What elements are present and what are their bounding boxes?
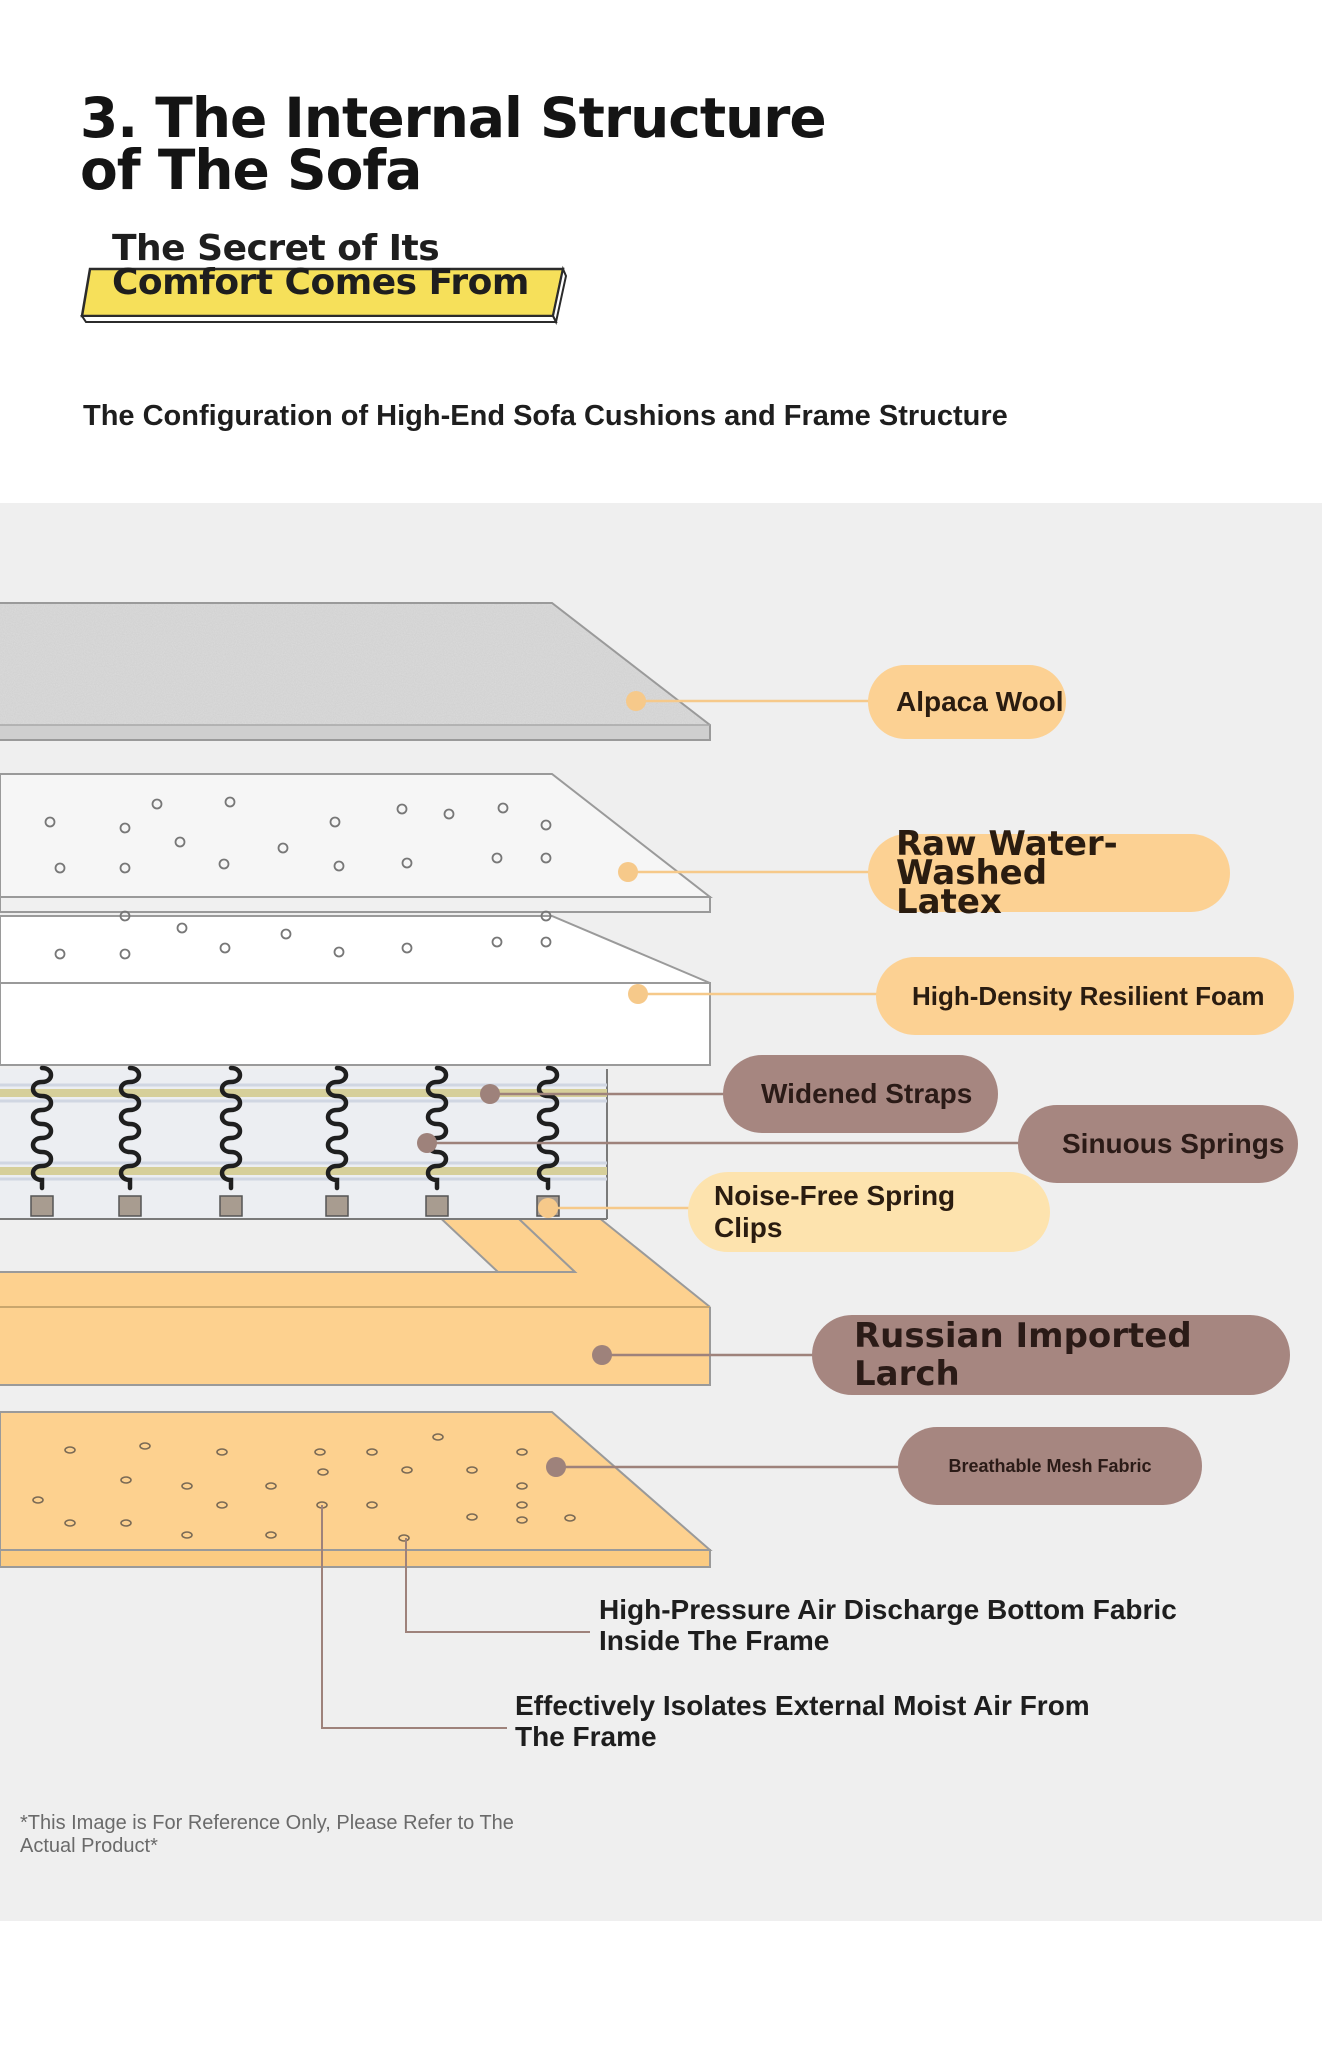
label-widened-straps-text: Widened Straps: [761, 1078, 973, 1109]
sinuous-spring: [30, 1065, 54, 1191]
label-mesh-fabric-text: Breathable Mesh Fabric: [948, 1455, 1152, 1476]
upper-strap: [0, 1089, 607, 1097]
banner: The Secret of Its Comfort Comes From: [80, 228, 570, 322]
note-bottom-fabric-line-1: High-Pressure Air Discharge Bottom Fabri…: [599, 1594, 1177, 1625]
spring-clip: [425, 1195, 449, 1217]
alpaca-wool-layer: [0, 602, 711, 741]
banner-line-1: The Secret of Its: [112, 228, 440, 269]
sinuous-spring: [425, 1065, 449, 1191]
spring-clip: [118, 1195, 142, 1217]
banner-text: The Secret of Its Comfort Comes From: [112, 228, 529, 303]
note-bottom-fabric: High-Pressure Air Discharge Bottom Fabri…: [599, 1594, 1177, 1656]
label-widened-straps: Widened Straps: [723, 1055, 998, 1133]
sinuous-spring: [118, 1065, 142, 1191]
note-isolates: Effectively Isolates External Moist Air …: [515, 1690, 1090, 1752]
disclaimer-line-2: Actual Product*: [20, 1835, 158, 1857]
label-latex: Raw Water-Washed Latex: [868, 827, 1230, 919]
label-spring-clips-line-2: Clips: [714, 1212, 783, 1243]
note-isolates-line-1: Effectively Isolates External Moist Air …: [515, 1690, 1090, 1721]
label-larch: Russian Imported Larch: [812, 1315, 1290, 1395]
page-title-line-2: of The Sofa: [80, 138, 422, 202]
label-alpaca-wool: Alpaca Wool: [868, 665, 1066, 739]
label-larch-line-2: Larch: [854, 1354, 960, 1394]
label-alpaca-wool-text: Alpaca Wool: [896, 686, 1064, 717]
label-larch-line-1: Russian Imported: [854, 1316, 1192, 1356]
sinuous-spring: [325, 1065, 349, 1191]
label-spring-clips: Noise-Free Spring Clips: [688, 1172, 1050, 1252]
label-sinuous-springs-text: Sinuous Springs: [1062, 1128, 1285, 1159]
spring-clip: [325, 1195, 349, 1217]
subtitle: The Configuration of High-End Sofa Cushi…: [83, 400, 1008, 432]
disclaimer-line-1: *This Image is For Reference Only, Pleas…: [20, 1812, 514, 1834]
note-bottom-fabric-line-2: Inside The Frame: [599, 1625, 830, 1656]
spring-clip: [219, 1195, 243, 1217]
mesh-fabric-layer: [0, 1411, 713, 1568]
label-mesh-fabric: Breathable Mesh Fabric: [898, 1427, 1202, 1505]
label-latex-line-1: Raw Water-Washed: [896, 823, 1118, 893]
banner-line-2: Comfort Comes From: [112, 262, 529, 303]
label-foam-text: High-Density Resilient Foam: [912, 980, 1265, 1011]
label-latex-line-2: Latex: [896, 881, 1002, 922]
label-foam: High-Density Resilient Foam: [876, 957, 1294, 1035]
foam-layer: [0, 910, 711, 1066]
banner-ribbon: [80, 265, 568, 325]
page-title-line-1: 3. The Internal Structure: [80, 86, 827, 150]
sinuous-spring: [536, 1065, 560, 1191]
sinuous-spring: [219, 1065, 243, 1191]
page-title: 3. The Internal Structure of The Sofa: [80, 86, 827, 202]
note-isolates-line-2: The Frame: [515, 1721, 657, 1752]
latex-layer: [0, 773, 713, 913]
label-spring-clips-line-1: Noise-Free Spring: [714, 1180, 956, 1211]
lower-strap: [0, 1167, 607, 1175]
disclaimer: *This Image is For Reference Only, Pleas…: [20, 1812, 514, 1858]
spring-clip: [30, 1195, 54, 1217]
connectors: [321, 691, 1020, 1729]
label-sinuous-springs: Sinuous Springs: [1018, 1105, 1298, 1183]
